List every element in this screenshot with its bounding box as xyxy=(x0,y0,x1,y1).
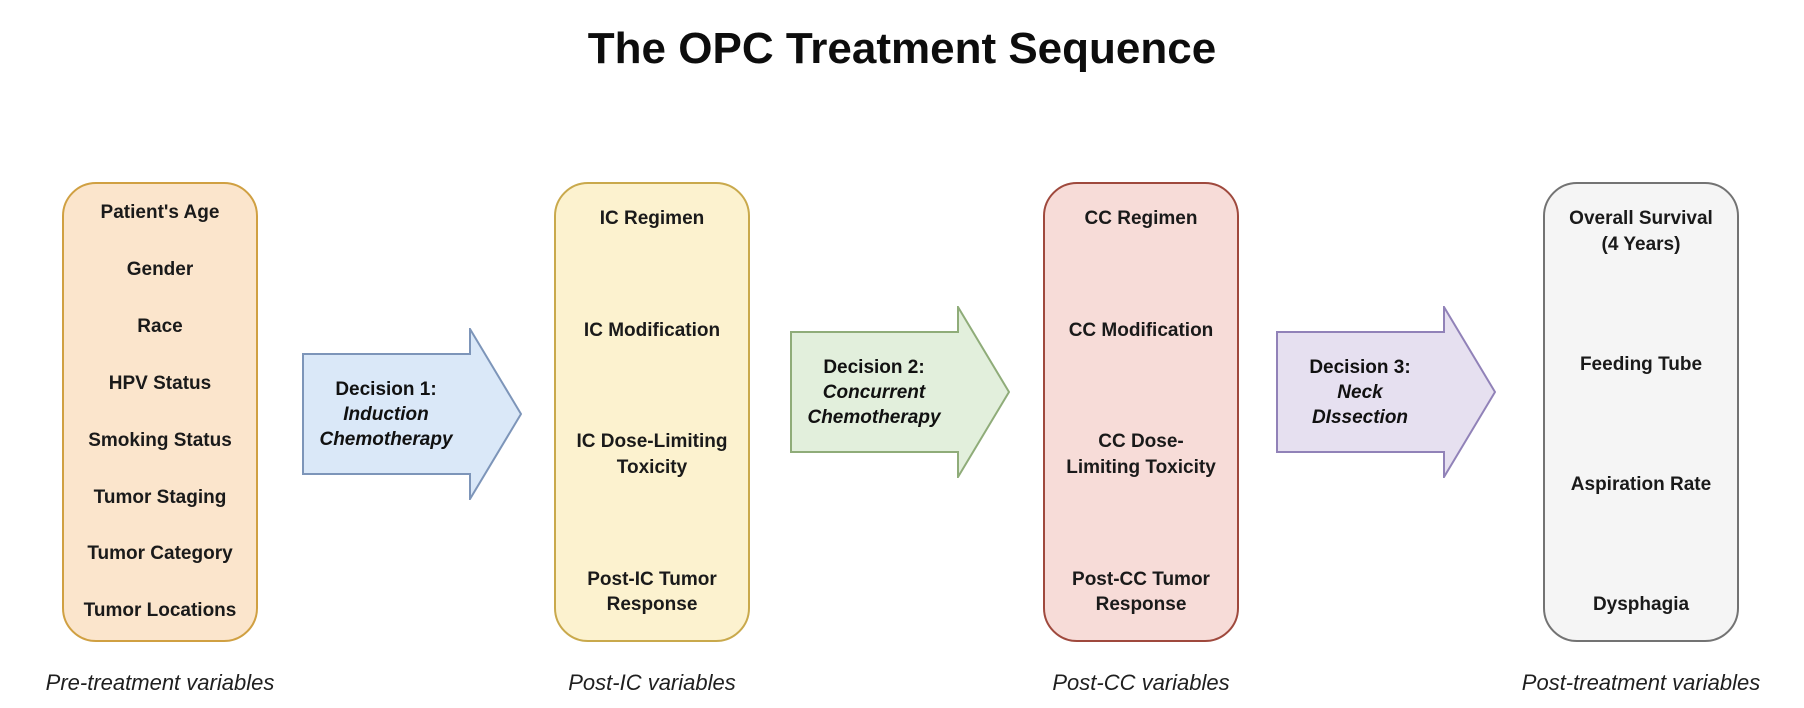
variable-item: Tumor Locations xyxy=(83,600,237,622)
variable-item: Patient's Age xyxy=(100,202,220,223)
decision-3-arrow: Decision 3: Neck DIssection xyxy=(1276,306,1496,478)
post-ic-caption: Post-IC variables xyxy=(568,670,736,695)
post-ic-box: IC Regimen IC Modification IC Dose-Limit… xyxy=(554,182,750,642)
decision-2-label-group: Decision 2: Concurrent Chemotherapy xyxy=(790,332,958,452)
post-cc-caption: Post-CC variables xyxy=(1052,670,1230,695)
decision-2-arrow: Decision 2: Concurrent Chemotherapy xyxy=(790,306,1010,478)
variable-item: CC Dose- Limiting Toxicity xyxy=(1066,431,1216,479)
variable-item: Overall Survival (4 Years) xyxy=(1569,208,1713,255)
block-arrow-icon xyxy=(1276,306,1496,478)
decision-label: Decision 3: xyxy=(1309,356,1411,378)
variable-item: Post-CC Tumor Response xyxy=(1072,568,1210,616)
variable-item: Gender xyxy=(126,258,194,280)
variable-item: IC Regimen xyxy=(599,208,705,229)
decision-label: Decision 2: xyxy=(823,356,925,378)
variable-item: IC Dose-Limiting Toxicity xyxy=(576,431,728,479)
variable-item: CC Modification xyxy=(1068,319,1214,341)
variable-item: Post-IC Tumor Response xyxy=(587,568,717,616)
variable-item: Race xyxy=(137,315,183,337)
variable-item: HPV Status xyxy=(108,372,212,394)
decision-1-arrow: Decision 1: Induction Chemotherapy xyxy=(302,328,522,500)
block-arrow-icon xyxy=(302,328,522,500)
variable-item: IC Modification xyxy=(583,319,721,341)
variable-item: Dysphagia xyxy=(1592,594,1690,616)
pre-treatment-caption: Pre-treatment variables xyxy=(45,670,275,695)
variable-item: Tumor Category xyxy=(87,543,233,565)
decision-sublabel: Concurrent Chemotherapy xyxy=(807,381,941,428)
decision-3-label-group: Decision 3: Neck DIssection xyxy=(1276,332,1444,452)
decision-sublabel: Induction Chemotherapy xyxy=(319,403,453,450)
variable-item: Smoking Status xyxy=(88,429,232,451)
post-cc-box: CC Regimen CC Modification CC Dose- Limi… xyxy=(1043,182,1239,642)
variable-item: Tumor Staging xyxy=(93,486,227,508)
variable-item: Feeding Tube xyxy=(1579,353,1703,375)
post-treatment-caption: Post-treatment variables xyxy=(1521,670,1761,695)
decision-sublabel: Neck DIssection xyxy=(1311,381,1409,428)
post-treatment-box: Overall Survival (4 Years) Feeding Tube … xyxy=(1543,182,1739,642)
variable-item: Aspiration Rate xyxy=(1570,474,1712,496)
variable-item: CC Regimen xyxy=(1084,208,1198,229)
decision-label: Decision 1: xyxy=(335,378,437,400)
decision-1-label-group: Decision 1: Induction Chemotherapy xyxy=(302,354,470,474)
block-arrow-icon xyxy=(790,306,1010,478)
page-title: The OPC Treatment Sequence xyxy=(587,24,1217,73)
pre-treatment-box: Patient's Age Gender Race HPV Status Smo… xyxy=(62,182,258,642)
